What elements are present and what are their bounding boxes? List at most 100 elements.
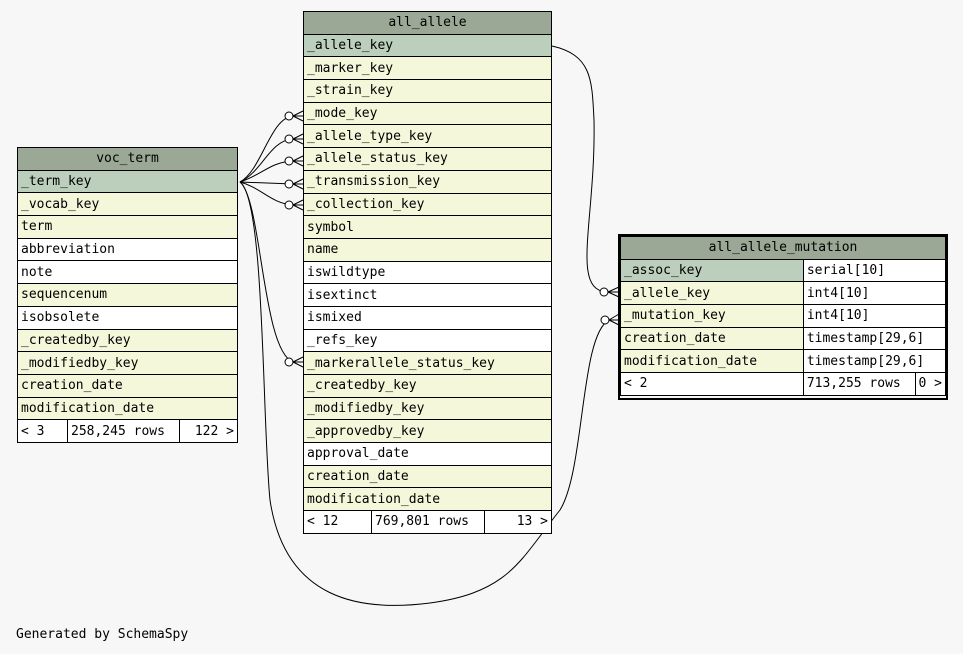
- parents-link[interactable]: < 3: [17, 419, 68, 443]
- column-name[interactable]: _allele_status_key: [303, 147, 552, 171]
- column-type: int4[10]: [802, 304, 947, 328]
- table-row[interactable]: _collection_key: [303, 192, 552, 217]
- table-row[interactable]: _createdby_key: [17, 328, 238, 353]
- column-name[interactable]: term: [17, 215, 238, 239]
- children-link[interactable]: 122 >: [179, 419, 238, 443]
- parents-link[interactable]: < 2: [620, 372, 804, 396]
- column-name[interactable]: sequencenum: [17, 283, 238, 307]
- table-row[interactable]: creation_date: [303, 464, 552, 489]
- table-row[interactable]: _marker_key: [303, 56, 552, 81]
- column-name[interactable]: approval_date: [303, 442, 552, 466]
- crowfoot-allele-status-key: [292, 155, 304, 167]
- column-name[interactable]: creation_date: [620, 326, 804, 351]
- table-row[interactable]: _createdby_key: [303, 374, 552, 398]
- table-row[interactable]: _modifiedby_key: [303, 396, 552, 421]
- table-row[interactable]: term: [17, 215, 238, 239]
- column-name[interactable]: iswildtype: [303, 260, 552, 285]
- crowfoot-markerallele-status-key: [292, 356, 304, 368]
- row-count: 258,245 rows: [67, 419, 180, 443]
- column-name[interactable]: _collection_key: [303, 192, 552, 217]
- crowfoot-allele-type-key: [292, 133, 304, 145]
- table-row[interactable]: note: [17, 260, 238, 285]
- column-name[interactable]: _vocab_key: [17, 192, 238, 217]
- column-name[interactable]: note: [17, 260, 238, 285]
- parents-link[interactable]: < 12: [303, 510, 372, 534]
- column-name[interactable]: _refs_key: [303, 328, 552, 353]
- table-row[interactable]: approval_date: [303, 442, 552, 466]
- table-row[interactable]: _modifiedby_key: [17, 351, 238, 375]
- table-row[interactable]: _mode_key: [303, 101, 552, 126]
- rel-circle-transmission-key: [284, 179, 294, 189]
- table-row[interactable]: sequencenum: [17, 283, 238, 307]
- table-row[interactable]: symbol: [303, 215, 552, 239]
- column-type: serial[10]: [802, 258, 947, 283]
- row-count: 713,255 rows: [802, 372, 916, 396]
- table-row[interactable]: isextinct: [303, 283, 552, 307]
- column-name[interactable]: _createdby_key: [303, 374, 552, 398]
- table-row[interactable]: _refs_key: [303, 328, 552, 353]
- column-name[interactable]: ismixed: [303, 305, 552, 330]
- column-name[interactable]: _strain_key: [303, 79, 552, 103]
- children-link[interactable]: 13 >: [484, 510, 552, 534]
- table-row[interactable]: name: [303, 237, 552, 262]
- table-title[interactable]: all_allele: [303, 11, 552, 35]
- column-name[interactable]: _modifiedby_key: [303, 396, 552, 421]
- column-name[interactable]: modification_date: [303, 487, 552, 512]
- table-row[interactable]: _approvedby_key: [303, 419, 552, 444]
- column-name[interactable]: _allele_type_key: [303, 124, 552, 149]
- column-name[interactable]: _approvedby_key: [303, 419, 552, 444]
- column-name[interactable]: modification_date: [620, 349, 804, 374]
- column-name[interactable]: _allele_key: [620, 281, 804, 306]
- rel-circle-collection-key: [284, 200, 294, 210]
- column-name[interactable]: _mode_key: [303, 101, 552, 126]
- table-row[interactable]: ismixed: [303, 305, 552, 330]
- table-row[interactable]: _markerallele_status_key: [303, 351, 552, 375]
- table-row[interactable]: _vocab_key: [17, 192, 238, 217]
- table-row[interactable]: _allele_type_key: [303, 124, 552, 149]
- table-all-allele[interactable]: all_allele _allele_key_marker_key_strain…: [303, 11, 552, 534]
- table-row[interactable]: isobsolete: [17, 305, 238, 330]
- column-name[interactable]: _allele_key: [303, 33, 552, 58]
- table-title[interactable]: voc_term: [17, 147, 238, 171]
- column-name[interactable]: isextinct: [303, 283, 552, 307]
- table-row[interactable]: modification_date: [17, 396, 238, 421]
- rel-circle-allele-type-key: [284, 134, 294, 144]
- column-name[interactable]: modification_date: [17, 396, 238, 421]
- table-row[interactable]: creation_date: [17, 373, 238, 398]
- column-name[interactable]: _transmission_key: [303, 169, 552, 194]
- table-row[interactable]: _allele_key: [303, 33, 552, 58]
- column-name[interactable]: creation_date: [303, 464, 552, 489]
- column-name[interactable]: _mutation_key: [620, 304, 804, 328]
- column-name[interactable]: _assoc_key: [620, 258, 804, 283]
- table-row[interactable]: _allele_status_key: [303, 147, 552, 171]
- column-name[interactable]: abbreviation: [17, 237, 238, 262]
- column-name[interactable]: name: [303, 237, 552, 262]
- column-name[interactable]: symbol: [303, 215, 552, 239]
- children-link[interactable]: 0 >: [914, 372, 947, 396]
- table-row[interactable]: _transmission_key: [303, 169, 552, 194]
- table-row[interactable]: modification_date: [303, 487, 552, 512]
- column-name[interactable]: isobsolete: [17, 305, 238, 330]
- table-title[interactable]: all_allele_mutation: [620, 236, 946, 260]
- column-name[interactable]: _createdby_key: [17, 328, 238, 353]
- table-row[interactable]: abbreviation: [17, 237, 238, 262]
- table-row[interactable]: _term_key: [17, 169, 238, 194]
- table-row[interactable]: _strain_key: [303, 79, 552, 103]
- table-row[interactable]: iswildtype: [303, 260, 552, 285]
- row-count: 769,801 rows: [371, 510, 485, 534]
- rel-line-markerallele-status-key: [239, 181, 294, 363]
- column-name[interactable]: _markerallele_status_key: [303, 351, 552, 375]
- column-name[interactable]: _term_key: [17, 169, 238, 194]
- column-name[interactable]: creation_date: [17, 373, 238, 398]
- column-name[interactable]: _marker_key: [303, 56, 552, 81]
- column-name[interactable]: _modifiedby_key: [17, 351, 238, 375]
